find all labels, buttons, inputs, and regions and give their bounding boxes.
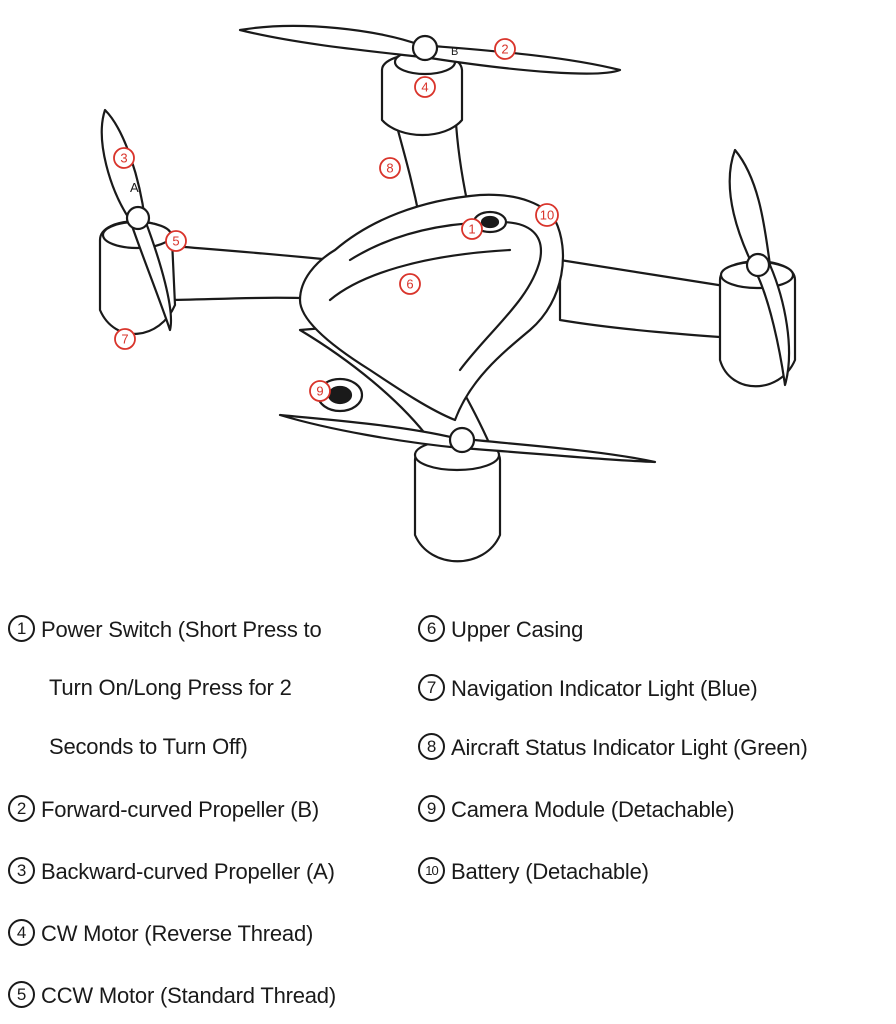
front-propeller	[278, 413, 657, 464]
legend-text: Aircraft Status Indicator Light (Green)	[451, 735, 808, 761]
callout-10: 10	[535, 203, 559, 227]
legend-number: 1	[8, 614, 35, 642]
legend-number: 4	[8, 918, 35, 946]
legend-text: Upper Casing	[451, 617, 584, 643]
callout-6: 6	[399, 273, 421, 295]
casing-ridge-2	[328, 248, 512, 302]
legend-text: Navigation Indicator Light (Blue)	[451, 676, 758, 702]
legend-text: Camera Module (Detachable)	[451, 797, 735, 823]
callout-7: 7	[114, 328, 136, 350]
callout-1: 1	[461, 218, 483, 240]
drone-diagram: A B 1 2 3 4 5 6 7 8 9 10	[98, 24, 797, 563]
legend-text: Forward-curved Propeller (B)	[41, 797, 320, 823]
legend-number: 8	[418, 732, 445, 760]
legend-text: CCW Motor (Standard Thread)	[41, 983, 336, 1009]
svg-text:10: 10	[540, 208, 554, 223]
legend-number: 3	[8, 856, 35, 884]
legend-item-1-line-2: Turn On/Long Press for 2	[49, 675, 292, 700]
legend-text: Battery (Detachable)	[451, 859, 649, 885]
svg-text:1: 1	[468, 222, 475, 237]
svg-text:2: 2	[501, 42, 508, 57]
svg-text:7: 7	[121, 332, 128, 347]
casing-ridge	[348, 220, 543, 372]
legend-text: Power Switch (Short Press to	[41, 617, 322, 643]
legend-number: 5	[8, 980, 35, 1008]
legend-number: 7	[418, 673, 445, 701]
propeller-b-label: B	[451, 46, 458, 58]
svg-text:6: 6	[406, 277, 413, 292]
svg-text:9: 9	[316, 384, 323, 399]
svg-text:5: 5	[172, 234, 179, 249]
legend-number: 9	[418, 794, 445, 822]
callout-9: 9	[309, 380, 331, 402]
legend-number: 2	[8, 794, 35, 822]
callout-5: 5	[165, 230, 187, 252]
legend-item-1-line-3: Seconds to Turn Off)	[49, 734, 248, 759]
svg-text:8: 8	[386, 161, 393, 176]
legend-text: Backward-curved Propeller (A)	[41, 859, 335, 885]
svg-text:4: 4	[421, 80, 428, 95]
callout-2: 2	[494, 38, 516, 60]
legend-text: CW Motor (Reverse Thread)	[41, 921, 314, 947]
callout-3: 3	[113, 147, 135, 169]
legend-number: 6	[418, 614, 445, 642]
callout-8: 8	[379, 157, 401, 179]
callout-4: 4	[414, 76, 436, 98]
legend-number: 10	[418, 856, 445, 884]
propeller-a-label: A	[130, 180, 139, 195]
svg-text:3: 3	[120, 151, 127, 166]
